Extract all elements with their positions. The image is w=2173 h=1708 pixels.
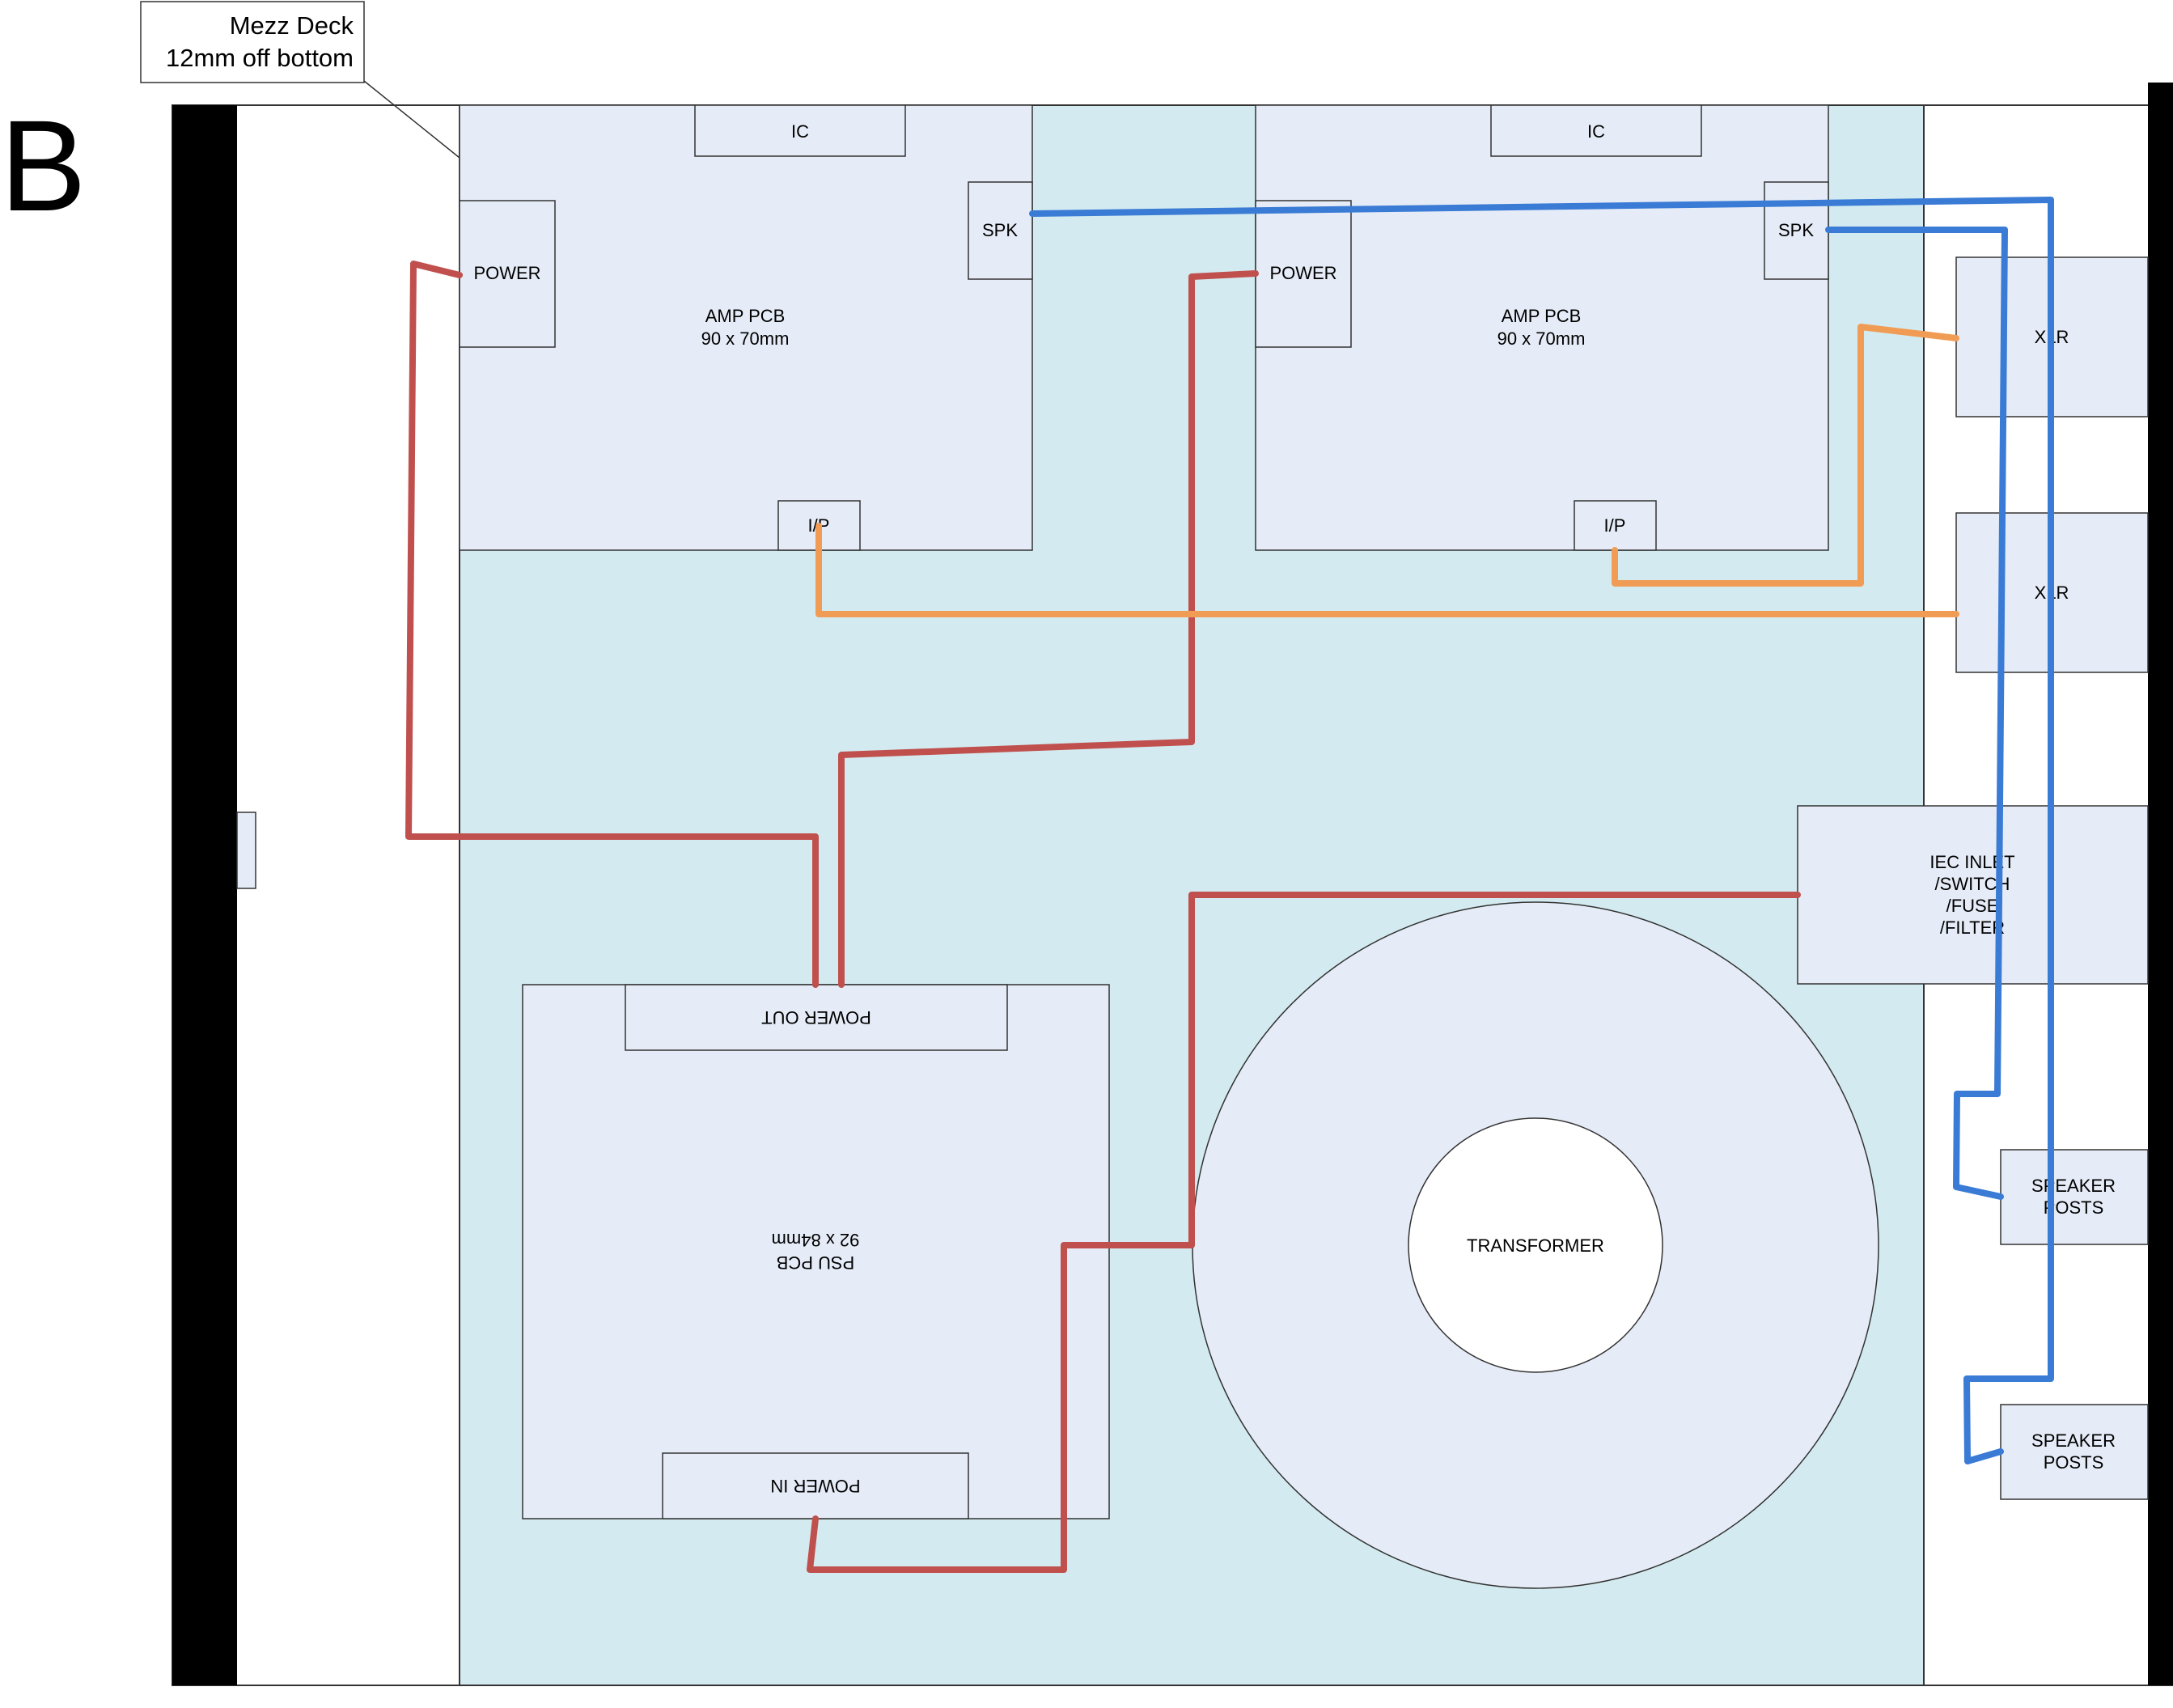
amp-right-spk-label: SPK [1778,220,1814,240]
iec-line4: /FILTER [1940,918,2005,938]
amp-right-power-label: POWER [1269,263,1336,283]
amp-right-ic-label: IC [1587,121,1605,142]
speaker-posts-bottom-line1: SPEAKER [2031,1430,2116,1451]
amp-left-ic [694,104,906,157]
speaker-wire-amp-right [1825,227,2008,1200]
power-wire-amp-right [838,270,1259,988]
right-panel [2148,83,2173,1685]
amp-left-power-label: POWER [473,263,540,283]
amp-left-spk [968,181,1033,280]
iec-inlet [1797,805,2149,985]
signal-wire-xlr-to-amp-left [815,523,1959,617]
callout-box [140,1,365,83]
speaker-posts-top [2000,1149,2149,1245]
amp-pcb-left: IC SPK POWER I/P AMP PCB 90 x 70mm [459,104,1033,551]
amp-right-title: AMP PCB [1502,306,1582,326]
amp-right-ip [1574,500,1657,551]
callout-line2: 12mm off bottom [166,44,354,72]
panel-tab [236,812,256,889]
transformer-label: TRANSFORMER [1467,1235,1604,1256]
psu-size: 92 x 84mm [772,1230,860,1250]
callout-leader [363,80,460,159]
callout-line1: Mezz Deck [230,11,354,40]
amp-left-power [459,200,556,348]
amp-right-ip-label: I/P [1604,515,1626,536]
psu-power-in [662,1452,969,1519]
amp-left-spk-label: SPK [982,220,1018,240]
amp-right-ic [1490,104,1702,157]
left-panel [172,105,237,1685]
psu-power-in-label: POWER IN [770,1476,860,1496]
amp-left-title: AMP PCB [705,306,786,326]
speaker-posts-top-line1: SPEAKER [2031,1176,2116,1196]
section-letter: B [0,93,87,238]
signal-wire-xlr-to-amp-right [1612,324,1959,587]
amp-right-power [1255,200,1352,348]
amp-right-size: 90 x 70mm [1497,328,1586,349]
psu-title: PSU PCB [777,1252,855,1273]
power-wire-amp-left [405,261,819,988]
amp-pcb-right: IC SPK POWER I/P AMP PCB 90 x 70mm [1255,104,1829,551]
amp-left-size: 90 x 70mm [701,328,790,349]
speaker-posts-bottom-line2: POSTS [2044,1452,2104,1473]
psu-pcb: POWER OUT POWER IN PSU PCB 92 x 84mm [522,984,1110,1519]
transformer-core [1408,1117,1663,1373]
amp-left-ic-label: IC [791,121,809,142]
psu-power-out-label: POWER OUT [761,1007,871,1028]
speaker-posts-bottom [2000,1404,2149,1500]
speaker-wire-amp-left [1029,197,2054,1464]
power-wire-iec-to-psu [807,892,1801,1573]
iec-line3: /FUSE [1946,896,1999,916]
psu-power-out [625,984,1008,1051]
